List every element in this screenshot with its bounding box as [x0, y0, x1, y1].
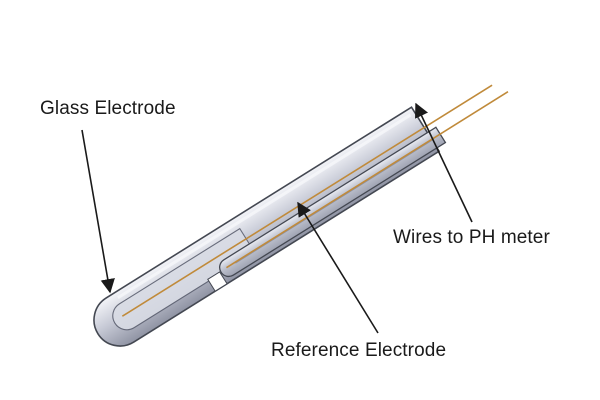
- wires-to-ph-meter-label: Wires to PH meter: [393, 227, 550, 248]
- callout-arrows: [81, 102, 473, 334]
- wire-glass: [121, 84, 493, 317]
- glass-electrode-label: Glass Electrode: [40, 98, 176, 119]
- arrow-wires: [415, 102, 473, 223]
- glass-electrode-tube: [93, 106, 441, 347]
- wire-reference: [226, 91, 509, 269]
- wires: [121, 84, 509, 317]
- electrode-assembly: [93, 84, 509, 347]
- reference-electrode-label: Reference Electrode: [271, 340, 447, 361]
- arrow-reference-electrode: [297, 201, 379, 334]
- arrow-glass-electrode: [81, 129, 115, 294]
